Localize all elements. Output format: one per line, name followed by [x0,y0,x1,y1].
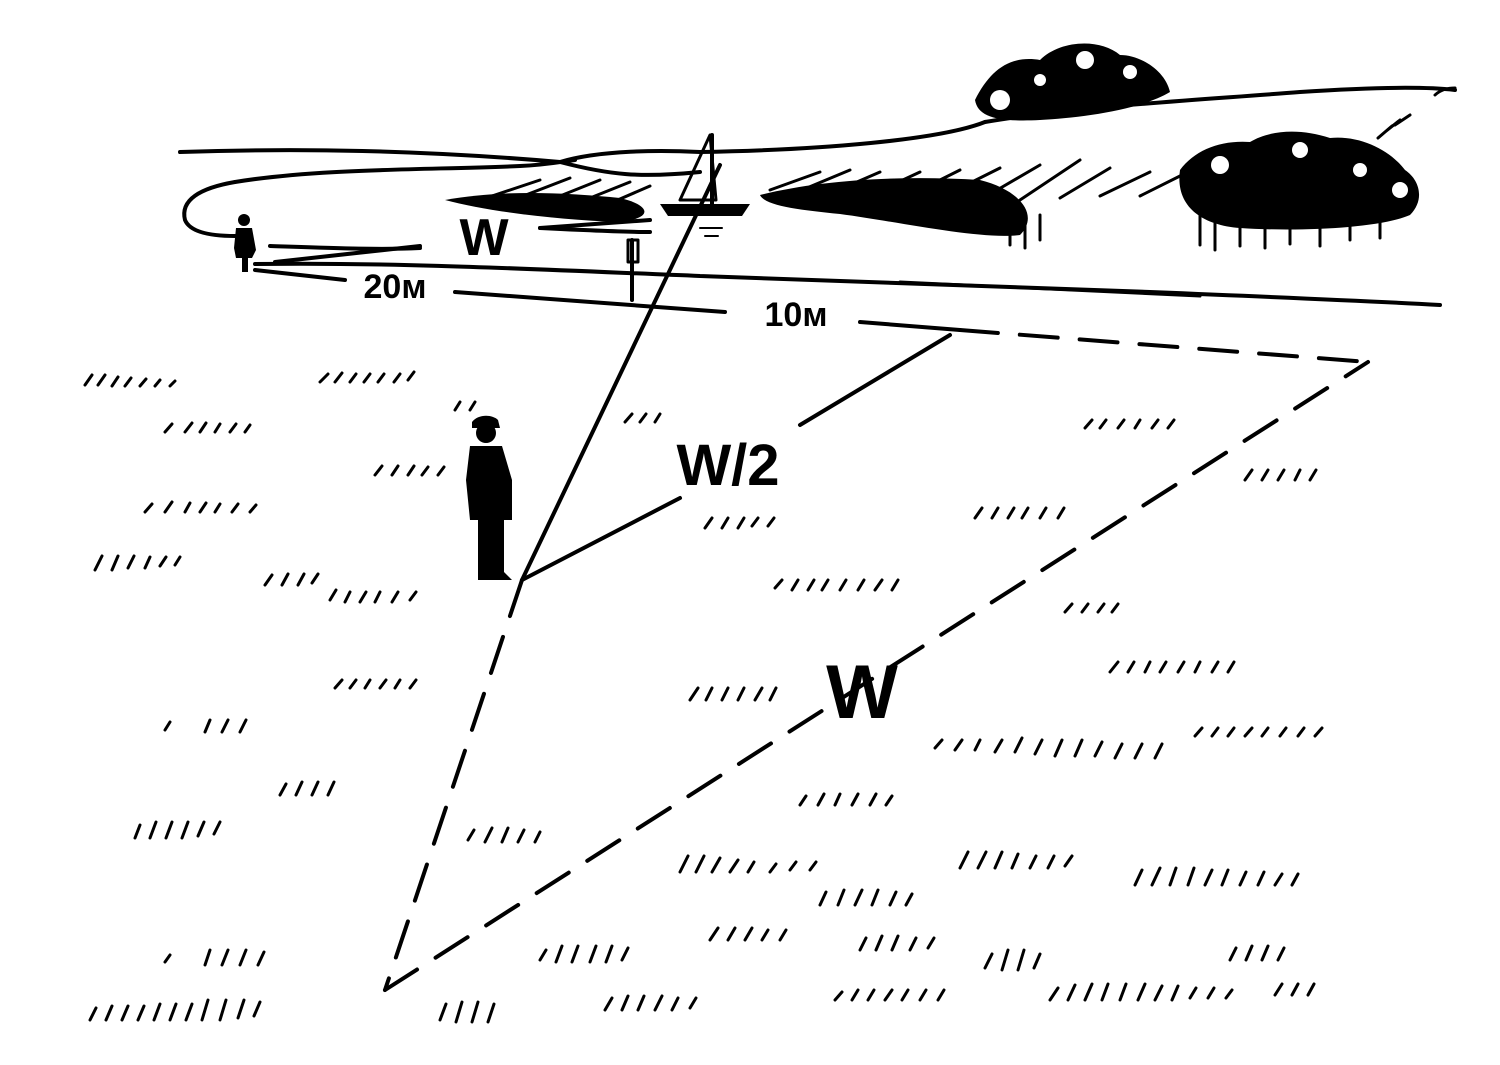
sight-triangle [383,163,1370,992]
tree-cluster-left [975,43,1170,121]
half-width-label: W/2 [676,433,779,498]
baseline-lines [253,218,1370,364]
distance-20m-label: 20м [364,268,427,306]
marker-stake [626,238,640,302]
river-width-label: W [459,209,509,267]
grass-tufts [83,86,1457,1024]
river-banks [182,158,1442,307]
far-bank-hatching [445,158,1182,250]
near-person-figure [466,415,512,580]
distance-10m-label: 10м [765,296,828,334]
sailboat [660,133,750,237]
far-person-figure [234,214,256,272]
tree-cluster-right [1179,131,1420,252]
projected-width-label: W [826,650,898,735]
